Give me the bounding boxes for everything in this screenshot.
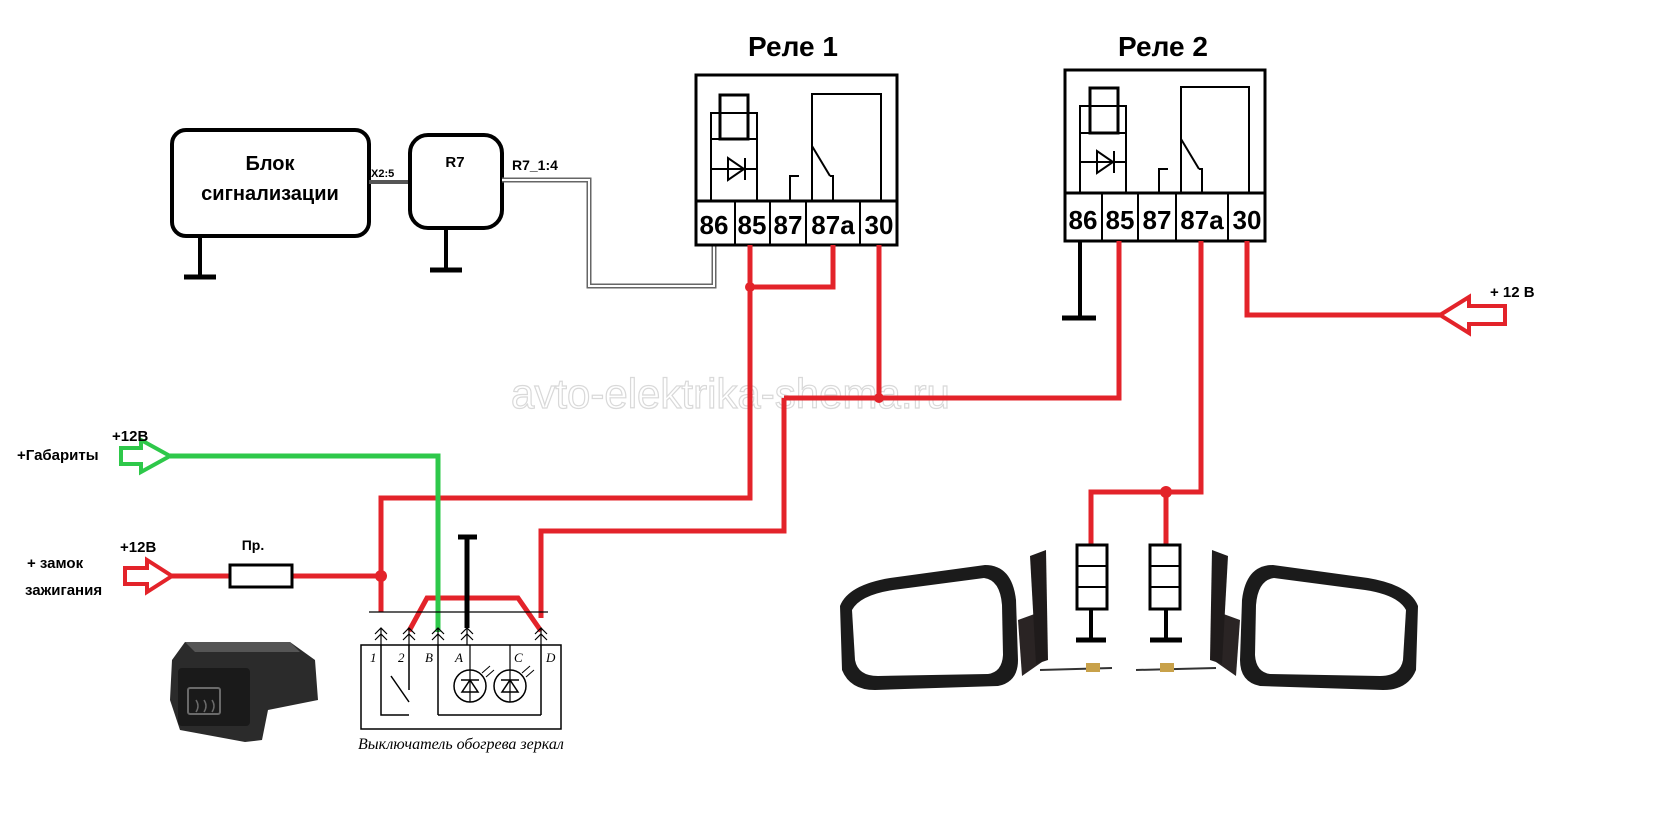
gabarity-voltage: +12В [112, 428, 148, 445]
alarm-connector-label: X2:5 [371, 168, 394, 180]
junction-dot [1160, 486, 1172, 498]
parking-lights-wire [170, 453, 441, 632]
fuse-label: Пр. [242, 537, 265, 553]
relay-1-pin-30: 30 [865, 210, 894, 240]
switch-pin-2: 2 [398, 650, 405, 665]
relay-2-pin-87: 87 [1143, 205, 1172, 235]
switch-button-photo-icon [170, 642, 318, 742]
relay2-85-wire [784, 241, 1122, 401]
ignition-source: +12В + замок зажигания [25, 539, 176, 599]
relay-coil-icon [710, 93, 758, 201]
relay-1-title: Реле 1 [748, 31, 838, 62]
r7-block: R7 [408, 133, 504, 273]
gabarity-source: +12В +Габариты [17, 428, 175, 476]
junction-dot [375, 570, 387, 582]
r7-to-relay1-86-wire [502, 177, 717, 289]
relay-1-pin-85: 85 [738, 210, 767, 240]
switch-pin-c: C [514, 650, 523, 665]
alarm-block-label-1: Блок [245, 153, 295, 175]
relay-coil-icon [1079, 86, 1127, 193]
fuse: Пр. [228, 537, 294, 589]
relay-1: Реле 1 86 85 87 87a 30 [694, 31, 899, 247]
relay-2: Реле 2 86 85 87 87a 30 [1062, 31, 1267, 321]
switch-bridge-wire [406, 595, 544, 633]
alarm-block: Блок сигнализации [170, 128, 371, 280]
ignition-arrow-icon [123, 556, 176, 596]
ignition-voltage: +12В [120, 539, 156, 556]
switch-pin-a: A [454, 650, 463, 665]
relay-2-title: Реле 2 [1118, 31, 1208, 62]
r7-connector-label: R7_1:4 [512, 157, 558, 173]
led-a-icon [453, 665, 495, 703]
watermark: avto-elektrika-shema.ru [511, 370, 950, 417]
ignition-label-1: + замок [27, 555, 84, 572]
switch-pin-b: B [425, 650, 433, 665]
r7-label: R7 [445, 154, 464, 171]
mirror-left-icon [840, 550, 1113, 690]
relay-1-pin-86: 86 [700, 210, 729, 240]
fuse-icon [228, 563, 294, 589]
heater-left [1075, 543, 1109, 643]
mirror-right-icon [1135, 550, 1418, 690]
relay1-to-switch-pin1-wire [378, 287, 753, 612]
switch-contact-icon [390, 675, 410, 703]
junction-dot [745, 282, 755, 292]
heater-switch: 1 2 B A C D [358, 534, 564, 753]
diode-icon [1080, 149, 1126, 175]
switch-pin-1: 1 [370, 650, 377, 665]
ignition-label-2: зажигания [25, 582, 102, 599]
diode-icon [711, 156, 757, 182]
relay-1-pin-87: 87 [774, 210, 803, 240]
relay-contact-icon [1158, 86, 1250, 193]
relay-1-pin-87a: 87a [811, 210, 855, 240]
gabarity-arrow-icon [119, 436, 175, 476]
heater-right [1148, 543, 1182, 643]
relay1-85-87a-bridge [747, 245, 836, 290]
relay-contact-icon [789, 93, 882, 201]
relay-2-pin-30: 30 [1233, 205, 1262, 235]
power-wires [172, 241, 1440, 633]
junction-dot [874, 393, 884, 403]
plus12v-right-arrow: + 12 В [1436, 284, 1535, 337]
plus12v-right-label: + 12 В [1490, 284, 1535, 301]
relay-2-pin-87a: 87a [1180, 205, 1224, 235]
relay-2-pin-86: 86 [1069, 205, 1098, 235]
led-c-icon [493, 665, 535, 703]
alarm-block-label-2: сигнализации [201, 183, 339, 205]
relay-2-pin-85: 85 [1106, 205, 1135, 235]
gabarity-label: +Габариты [17, 447, 99, 464]
relay2-87a-wire [1088, 241, 1204, 545]
switch-caption: Выключатель обогрева зеркал [358, 736, 564, 753]
switch-pin-d: D [545, 650, 556, 665]
switch-pin-d-wire [538, 398, 787, 618]
relay2-30-wire [1244, 241, 1440, 318]
